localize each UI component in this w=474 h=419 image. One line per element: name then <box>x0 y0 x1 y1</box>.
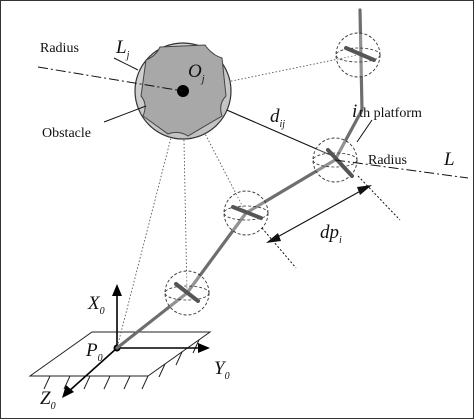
z0-arrow <box>62 385 74 398</box>
ith-leader <box>356 119 373 143</box>
dij-label: dij <box>270 106 285 130</box>
distance-lines <box>116 54 359 349</box>
dpi-label: dpi <box>320 222 342 246</box>
y0-arrow <box>198 343 210 353</box>
platform-sphere-2 <box>223 190 269 236</box>
radius-right-label: Radius <box>368 153 407 168</box>
lj-label: Lj <box>115 37 130 61</box>
platform-chain <box>115 8 364 350</box>
platform-sphere-top <box>335 32 381 78</box>
radius-left-label: Radius <box>40 41 79 56</box>
obstacle-leader <box>103 105 147 123</box>
dp-dimension-line <box>271 187 367 241</box>
dp-ext-line-1 <box>357 175 401 221</box>
z0-axis <box>67 347 118 393</box>
dp-arrow-left <box>266 233 281 243</box>
x0-arrow <box>112 284 122 296</box>
dp-ext-line-2 <box>261 227 297 269</box>
y0-label: Y0 <box>214 358 230 382</box>
lj-leader <box>113 57 139 71</box>
ground-plane <box>28 331 212 390</box>
x0-label: X0 <box>87 293 105 317</box>
platform-2 <box>231 205 263 220</box>
platform-sphere-1 <box>164 270 210 316</box>
radius-left-line <box>37 66 184 92</box>
z0-label: Z0 <box>40 388 56 412</box>
p0-label: P0 <box>85 340 103 364</box>
radius-right-line <box>334 159 469 179</box>
platform-top <box>344 46 376 62</box>
dp-arrow-right <box>357 185 372 195</box>
platform-ith <box>326 148 354 178</box>
oj-label: Oj <box>188 61 205 85</box>
obstacle-label: Obstacle <box>42 126 91 141</box>
l-right-label: L <box>443 149 455 170</box>
platform-1 <box>174 282 200 303</box>
